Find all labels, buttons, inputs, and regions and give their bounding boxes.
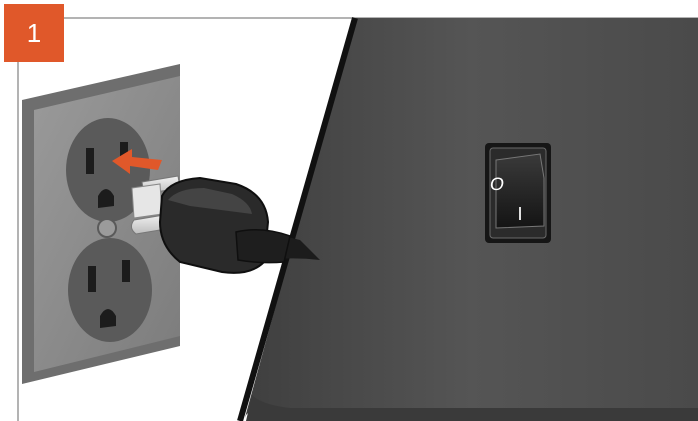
insert-arrow-icon: [112, 149, 162, 174]
step-number-badge: 1: [4, 4, 64, 62]
switch-on-label: I: [517, 204, 522, 224]
device-side-panel: [237, 17, 698, 421]
wall-outlet-icon: [22, 64, 180, 384]
step-number: 1: [26, 18, 42, 48]
rocker-switch-icon[interactable]: O I: [485, 143, 551, 243]
power-plug-icon: [130, 175, 320, 274]
switch-off-label: O: [489, 174, 506, 194]
